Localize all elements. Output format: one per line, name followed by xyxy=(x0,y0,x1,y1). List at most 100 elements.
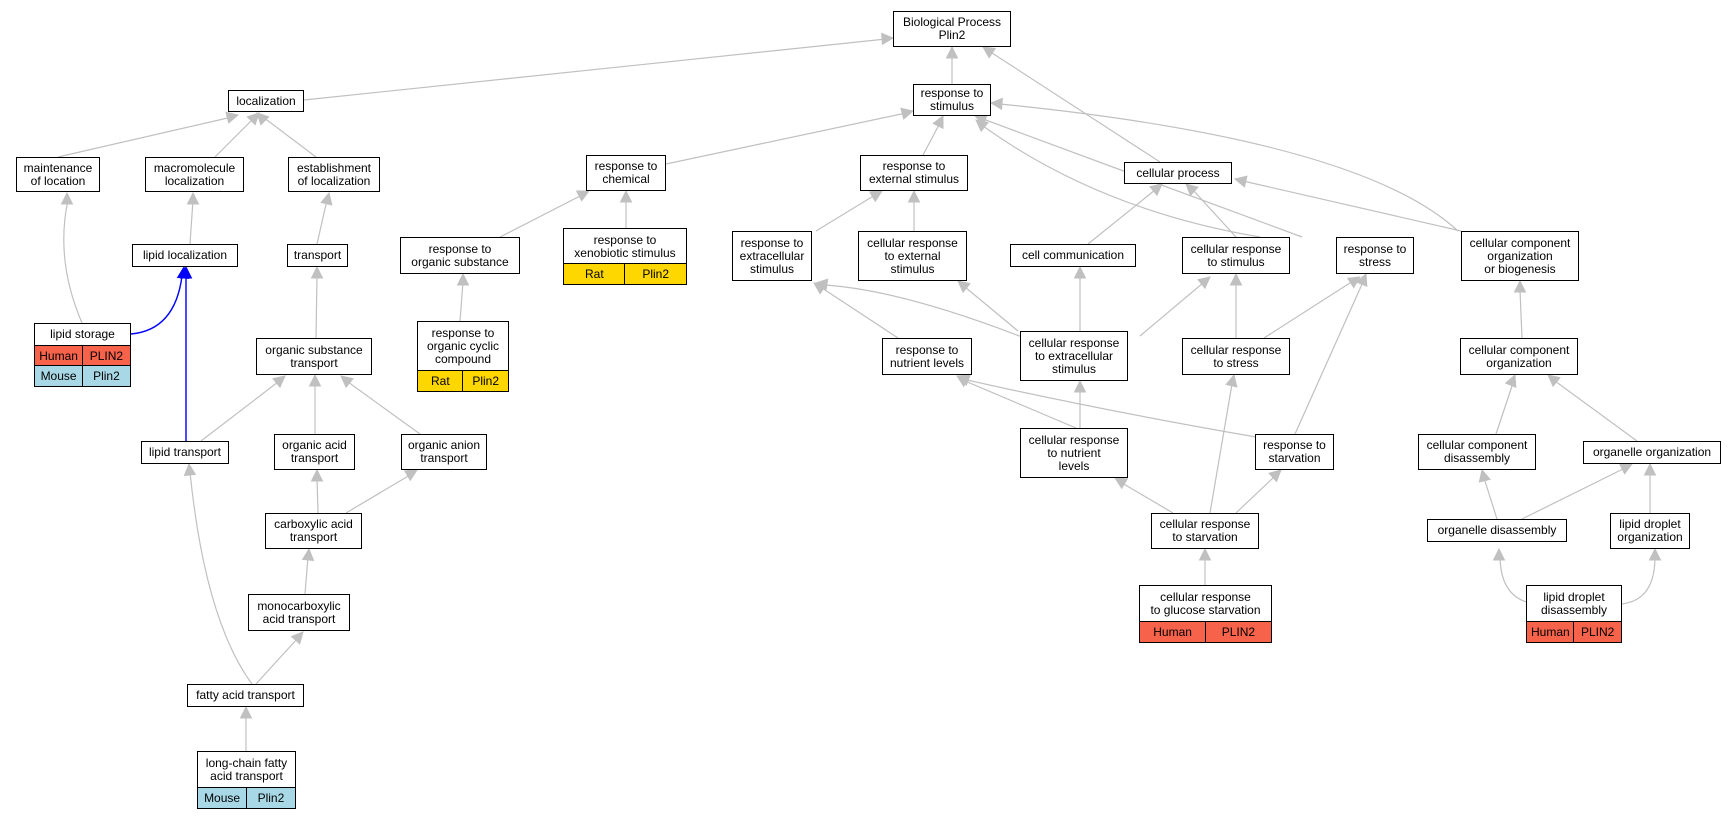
arrowhead xyxy=(932,114,944,130)
node-organelle-organization[interactable]: organelle organization xyxy=(1583,441,1721,464)
node-cellular-response-to-starvation[interactable]: cellular response to starvation xyxy=(1151,513,1259,549)
edge-line xyxy=(815,194,876,232)
node-macromolecule-localization[interactable]: macromolecule localization xyxy=(145,157,244,192)
arrowhead xyxy=(1513,279,1527,293)
node-organic-acid-transport[interactable]: organic acid transport xyxy=(274,434,355,470)
node-cellular-component-organization[interactable]: cellular component organization xyxy=(1460,338,1578,375)
node-response-to-starvation[interactable]: response to starvation xyxy=(1255,434,1334,470)
edge-line xyxy=(63,199,83,324)
gene-cell[interactable]: Plin2 xyxy=(462,370,510,392)
species-cell[interactable]: Rat xyxy=(417,370,464,392)
edge-line xyxy=(1554,380,1638,442)
edge-line xyxy=(1263,280,1354,339)
node-lipid-droplet-disassembly[interactable]: lipid droplet disassembly xyxy=(1526,585,1622,622)
arrowhead xyxy=(239,705,253,719)
node-organelle-disassembly[interactable]: organelle disassembly xyxy=(1427,519,1567,542)
node-lipid-droplet-organization[interactable]: lipid droplet organization xyxy=(1610,513,1690,549)
edge-line xyxy=(1192,189,1237,238)
edge-line xyxy=(1139,282,1204,337)
arrowhead xyxy=(60,191,74,205)
arrowhead xyxy=(320,191,333,206)
edge-line xyxy=(1087,189,1156,245)
edge-line xyxy=(262,116,317,158)
node-localization[interactable]: localization xyxy=(228,90,304,112)
node-response-to-stimulus[interactable]: response to stimulus xyxy=(913,84,991,116)
node-response-to-stress[interactable]: response to stress xyxy=(1336,237,1414,274)
node-cellular-response-to-glucose-starvation[interactable]: cellular response to glucose starvation xyxy=(1139,585,1272,622)
node-cellular-response-to-extracellular-stimulus[interactable]: cellular response to extracellular stimu… xyxy=(1020,331,1128,381)
node-carboxylic-acid-transport[interactable]: carboxylic acid transport xyxy=(265,513,362,549)
node-response-to-chemical[interactable]: response to chemical xyxy=(586,155,666,191)
arrowhead xyxy=(1478,468,1491,483)
edge-line xyxy=(200,381,279,442)
edge-line xyxy=(459,281,464,322)
arrowhead xyxy=(945,45,959,59)
species-cell[interactable]: Rat xyxy=(563,263,626,285)
node-cellular-component-disassembly[interactable]: cellular component disassembly xyxy=(1418,434,1536,470)
node-maintenance-of-location[interactable]: maintenance of location xyxy=(16,157,100,192)
edge-line xyxy=(255,638,298,685)
node-response-to-organic-cyclic-compound[interactable]: response to organic cyclic compound xyxy=(417,321,509,371)
node-biological-process[interactable]: Biological Process Plin2 xyxy=(893,11,1011,47)
arrowhead xyxy=(1198,547,1212,561)
node-cell-communication[interactable]: cell communication xyxy=(1010,244,1136,267)
edge-line xyxy=(316,199,328,245)
species-cell[interactable]: Mouse xyxy=(197,787,248,809)
arrowhead xyxy=(1197,276,1211,290)
node-organic-anion-transport[interactable]: organic anion transport xyxy=(401,434,487,470)
gene-cell[interactable]: Plin2 xyxy=(624,263,688,285)
gene-cell[interactable]: PLIN2 xyxy=(1573,621,1623,643)
edge-line xyxy=(964,380,1077,429)
node-fatty-acid-transport[interactable]: fatty acid transport xyxy=(187,684,304,707)
node-cellular-response-to-stimulus[interactable]: cellular response to stimulus xyxy=(1182,237,1290,274)
node-lipid-transport[interactable]: lipid transport xyxy=(141,441,229,464)
edge-line xyxy=(304,556,309,595)
arrowhead xyxy=(183,462,197,476)
gene-cell[interactable]: Plin2 xyxy=(245,787,297,809)
node-organic-substance-transport[interactable]: organic substance transport xyxy=(256,338,372,375)
node-cellular-response-to-nutrient-levels[interactable]: cellular response to nutrient levels xyxy=(1020,428,1128,478)
node-cellular-component-organization-or-biogenesis[interactable]: cellular component organization or bioge… xyxy=(1461,231,1579,281)
gene-cell[interactable]: PLIN2 xyxy=(1204,621,1273,643)
arrowhead xyxy=(272,375,286,389)
arrowhead xyxy=(403,469,418,482)
node-long-chain-fatty-acid-transport[interactable]: long-chain fatty acid transport xyxy=(197,751,296,788)
arrowhead xyxy=(1114,477,1129,490)
species-cell[interactable]: Human xyxy=(1139,621,1207,643)
node-response-to-nutrient-levels[interactable]: response to nutrient levels xyxy=(882,338,972,375)
edge-line xyxy=(499,194,583,238)
arrowhead xyxy=(1073,265,1087,279)
edge-line xyxy=(1495,382,1514,435)
node-transport[interactable]: transport xyxy=(287,244,348,267)
arrowhead xyxy=(1185,183,1199,197)
arrowhead xyxy=(301,547,315,561)
node-cellular-process[interactable]: cellular process xyxy=(1124,162,1232,184)
node-establishment-of-localization[interactable]: establishment of localization xyxy=(288,157,380,192)
species-cell[interactable]: Human xyxy=(1526,621,1575,643)
edge-line xyxy=(824,284,1023,338)
node-cellular-response-to-external-stimulus[interactable]: cellular response to external stimulus xyxy=(858,231,967,281)
arrowhead xyxy=(225,111,240,124)
arrowhead xyxy=(989,97,1003,111)
arrowhead xyxy=(1643,462,1657,476)
arrowhead xyxy=(982,46,997,59)
node-response-to-xenobiotic-stimulus[interactable]: response to xenobiotic stimulus xyxy=(563,228,687,264)
node-lipid-localization[interactable]: lipid localization xyxy=(132,244,238,267)
gene-cell[interactable]: PLIN2 xyxy=(81,345,132,366)
node-response-to-organic-substance[interactable]: response to organic substance xyxy=(400,237,520,274)
species-cell[interactable]: Mouse xyxy=(34,365,84,387)
node-monocarboxylic-acid-transport[interactable]: monocarboxylic acid transport xyxy=(248,594,350,631)
arrowhead xyxy=(1229,272,1243,286)
species-cell[interactable]: Human xyxy=(34,345,84,366)
node-lipid-storage[interactable]: lipid storage xyxy=(34,323,131,345)
node-response-to-external-stimulus[interactable]: response to external stimulus xyxy=(860,155,968,191)
arrowhead xyxy=(881,32,895,46)
arrowhead xyxy=(868,190,883,203)
node-response-to-extracellular-stimulus[interactable]: response to extracellular stimulus xyxy=(732,231,812,281)
annotation-row: Human PLIN2 xyxy=(1526,621,1623,643)
arrowhead xyxy=(907,189,921,203)
edge-line xyxy=(1519,289,1523,339)
node-cellular-response-to-stress[interactable]: cellular response to stress xyxy=(1182,338,1290,375)
gene-cell[interactable]: Plin2 xyxy=(81,365,132,387)
